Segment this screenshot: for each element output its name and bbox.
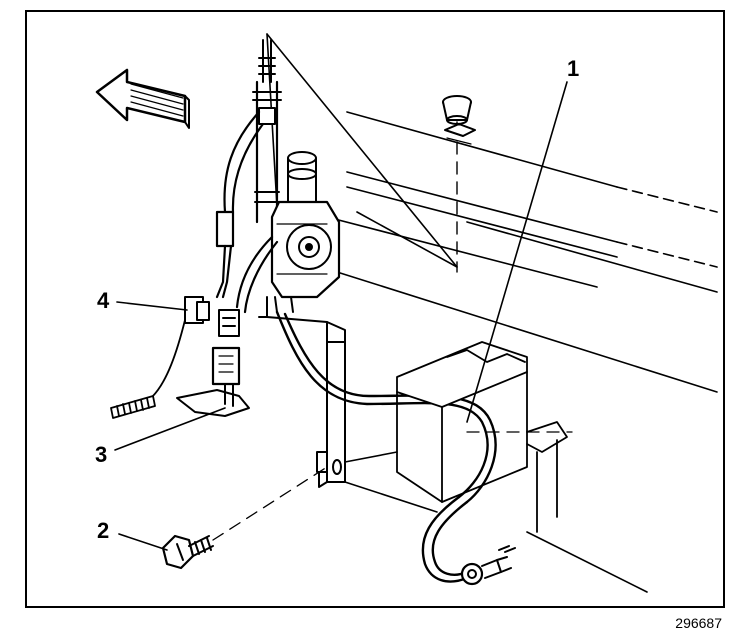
callout-leaders xyxy=(114,81,568,551)
arrow-icon xyxy=(95,68,190,129)
bolt xyxy=(161,466,328,570)
body-bracket xyxy=(396,341,573,533)
diagram-frame: 1 4 3 2 xyxy=(25,10,725,608)
callout-4: 4 xyxy=(97,288,110,313)
mounting-bracket xyxy=(258,296,346,488)
antenna-grommet xyxy=(442,95,476,273)
power-antenna-assembly-drawing xyxy=(95,33,718,593)
figure-id: 296687 xyxy=(675,615,722,631)
lower-body-lines xyxy=(344,451,648,593)
ground-strap xyxy=(176,383,250,417)
callout-2: 2 xyxy=(97,518,110,543)
callout-1: 1 xyxy=(567,56,580,81)
wiring-harness xyxy=(215,110,279,314)
callout-3: 3 xyxy=(95,442,108,467)
antenna-mast xyxy=(252,39,282,224)
antenna-motor xyxy=(270,151,341,299)
cable-plug xyxy=(460,545,516,586)
coiled-lead xyxy=(110,319,186,419)
connector xyxy=(184,296,241,386)
body-panel-lines xyxy=(326,111,718,393)
